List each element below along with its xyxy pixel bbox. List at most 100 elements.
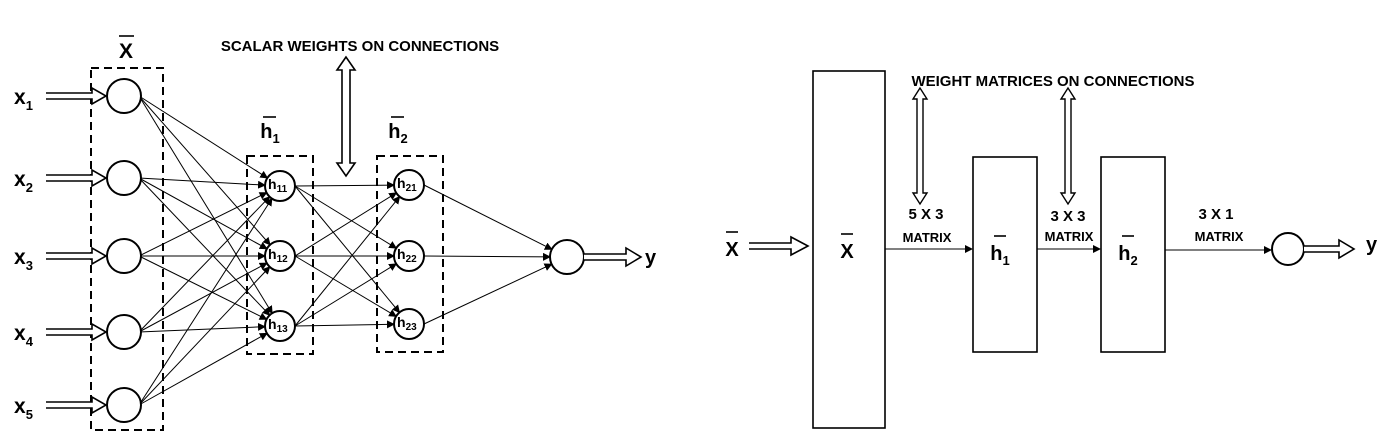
scalar-weights-caption: SCALAR WEIGHTS ON CONNECTIONS [221, 38, 499, 55]
h23-to-output-edge [423, 263, 553, 325]
input-labels: x1 x2 x3 x4 x5 [14, 86, 108, 422]
input-block-label: X [840, 233, 854, 263]
hidden1-node-11: h11 [264, 170, 296, 202]
h22-to-output-edge [423, 252, 552, 261]
input-x4: x4 [14, 322, 108, 349]
svg-text:h21: h21 [397, 175, 417, 194]
hidden2-layer-label: h2 [388, 116, 408, 146]
svg-text:X: X [725, 239, 739, 261]
h13-to-h22-edge [294, 263, 398, 327]
h13-to-h21-edge [294, 195, 401, 327]
svg-text:X: X [840, 241, 854, 263]
svg-text:h12: h12 [268, 246, 288, 265]
hidden1-block-label: h1 [990, 235, 1010, 268]
input-node-2 [106, 160, 142, 196]
hidden1-node-12: h12 [264, 240, 296, 272]
input-to-hidden1-connections [138, 95, 273, 406]
svg-text:h1: h1 [990, 243, 1009, 268]
right-input-label: X [725, 231, 739, 261]
input2-to-h12-edge [138, 177, 268, 250]
input-x3: x3 [14, 246, 108, 273]
input3-to-h13-edge [138, 255, 268, 320]
input-node-1 [106, 78, 142, 114]
matrix2-dims: 3 X 3 [1050, 208, 1085, 225]
input1-to-h13-edge [138, 95, 273, 315]
hidden2-node-21: h21 [393, 169, 425, 201]
svg-text:x3: x3 [14, 246, 33, 273]
input-block [812, 70, 886, 429]
right-input-arrow [749, 235, 810, 257]
hidden2-to-output-connections [423, 184, 553, 325]
output-label-left: y [645, 247, 657, 269]
svg-text:x2: x2 [14, 168, 33, 195]
input5-to-h12-edge [138, 266, 271, 406]
h12-to-h21-edge [294, 192, 398, 257]
matrix-network-diagram: X X h1 h2 5 X 3 MAT [725, 70, 1378, 429]
svg-text:h13: h13 [268, 316, 288, 335]
right-output-arrow [1304, 238, 1356, 260]
svg-text:h1: h1 [260, 121, 279, 146]
svg-text:h23: h23 [397, 314, 417, 333]
input-layer-box [90, 67, 164, 431]
h11-to-h21-edge [294, 181, 396, 190]
matrix3-dims: 3 X 1 [1198, 206, 1233, 223]
input-x5: x5 [14, 395, 108, 422]
matrix3-word: MATRIX [1195, 229, 1244, 244]
matrix2-double-arrow [1059, 86, 1077, 206]
input4-to-h11-edge [138, 196, 271, 333]
scalar-network-diagram: X h1 h2 SCALAR WEIGHTS ON CONNECTIONS x1… [14, 35, 657, 431]
input-arrow-1 [46, 86, 108, 106]
input-arrow-4 [46, 322, 108, 342]
svg-text:x4: x4 [14, 322, 34, 349]
svg-text:h2: h2 [388, 121, 407, 146]
svg-text:x5: x5 [14, 395, 33, 422]
hidden1-block [972, 156, 1038, 353]
matrix1-word: MATRIX [903, 230, 952, 245]
input-arrow-3 [46, 246, 108, 266]
right-output-node [1271, 232, 1305, 266]
input3-to-h11-edge [138, 192, 268, 257]
matrix1-double-arrow [911, 86, 929, 206]
h21-to-output-edge [423, 184, 553, 250]
input-x1: x1 [14, 86, 108, 113]
hidden2-node-23: h23 [393, 308, 425, 340]
input-arrow-2 [46, 168, 108, 188]
hidden2-block-label: h2 [1118, 235, 1138, 268]
input5-to-h11-edge [138, 197, 273, 406]
input-layer-label: X [119, 35, 134, 63]
input4-to-h12-edge [138, 262, 268, 333]
hidden2-block [1100, 156, 1166, 353]
input1-to-h11-edge [138, 95, 269, 179]
matrix2-word: MATRIX [1045, 229, 1094, 244]
network-nodes: h11 h12 h13 h21 h22 h23 [106, 78, 585, 423]
h11-to-h22-edge [294, 185, 398, 249]
input-node-4 [106, 314, 142, 350]
output-arrow [584, 246, 643, 268]
hidden1-to-hidden2-connections [294, 181, 401, 329]
input1-to-h12-edge [138, 95, 271, 246]
hidden1-layer-label: h1 [260, 116, 280, 146]
h13-to-h23-edge [294, 320, 396, 329]
hidden2-layer-box [376, 155, 444, 353]
hidden1-layer-box [246, 155, 314, 355]
weights-double-arrow [335, 55, 357, 178]
svg-text:h22: h22 [397, 246, 417, 265]
input4-to-h13-edge [138, 322, 267, 333]
svg-text:X: X [119, 40, 133, 63]
output-label-right: y [1366, 234, 1378, 256]
svg-text:h2: h2 [1118, 243, 1137, 268]
h12-to-h23-edge [294, 255, 397, 317]
hidden2-node-22: h22 [393, 240, 425, 272]
input5-to-h13-edge [138, 332, 268, 406]
input-x2: x2 [14, 168, 108, 195]
hidden1-node-13: h13 [264, 310, 296, 342]
input-node-5 [106, 387, 142, 423]
input2-to-h11-edge [138, 177, 267, 189]
matrix1-dims: 5 X 3 [908, 206, 943, 223]
svg-text:x1: x1 [14, 86, 33, 113]
output-node-left [549, 239, 585, 275]
input-arrow-5 [46, 395, 108, 415]
input-node-3 [106, 238, 142, 274]
weight-matrices-caption: WEIGHT MATRICES ON CONNECTIONS [911, 73, 1194, 90]
